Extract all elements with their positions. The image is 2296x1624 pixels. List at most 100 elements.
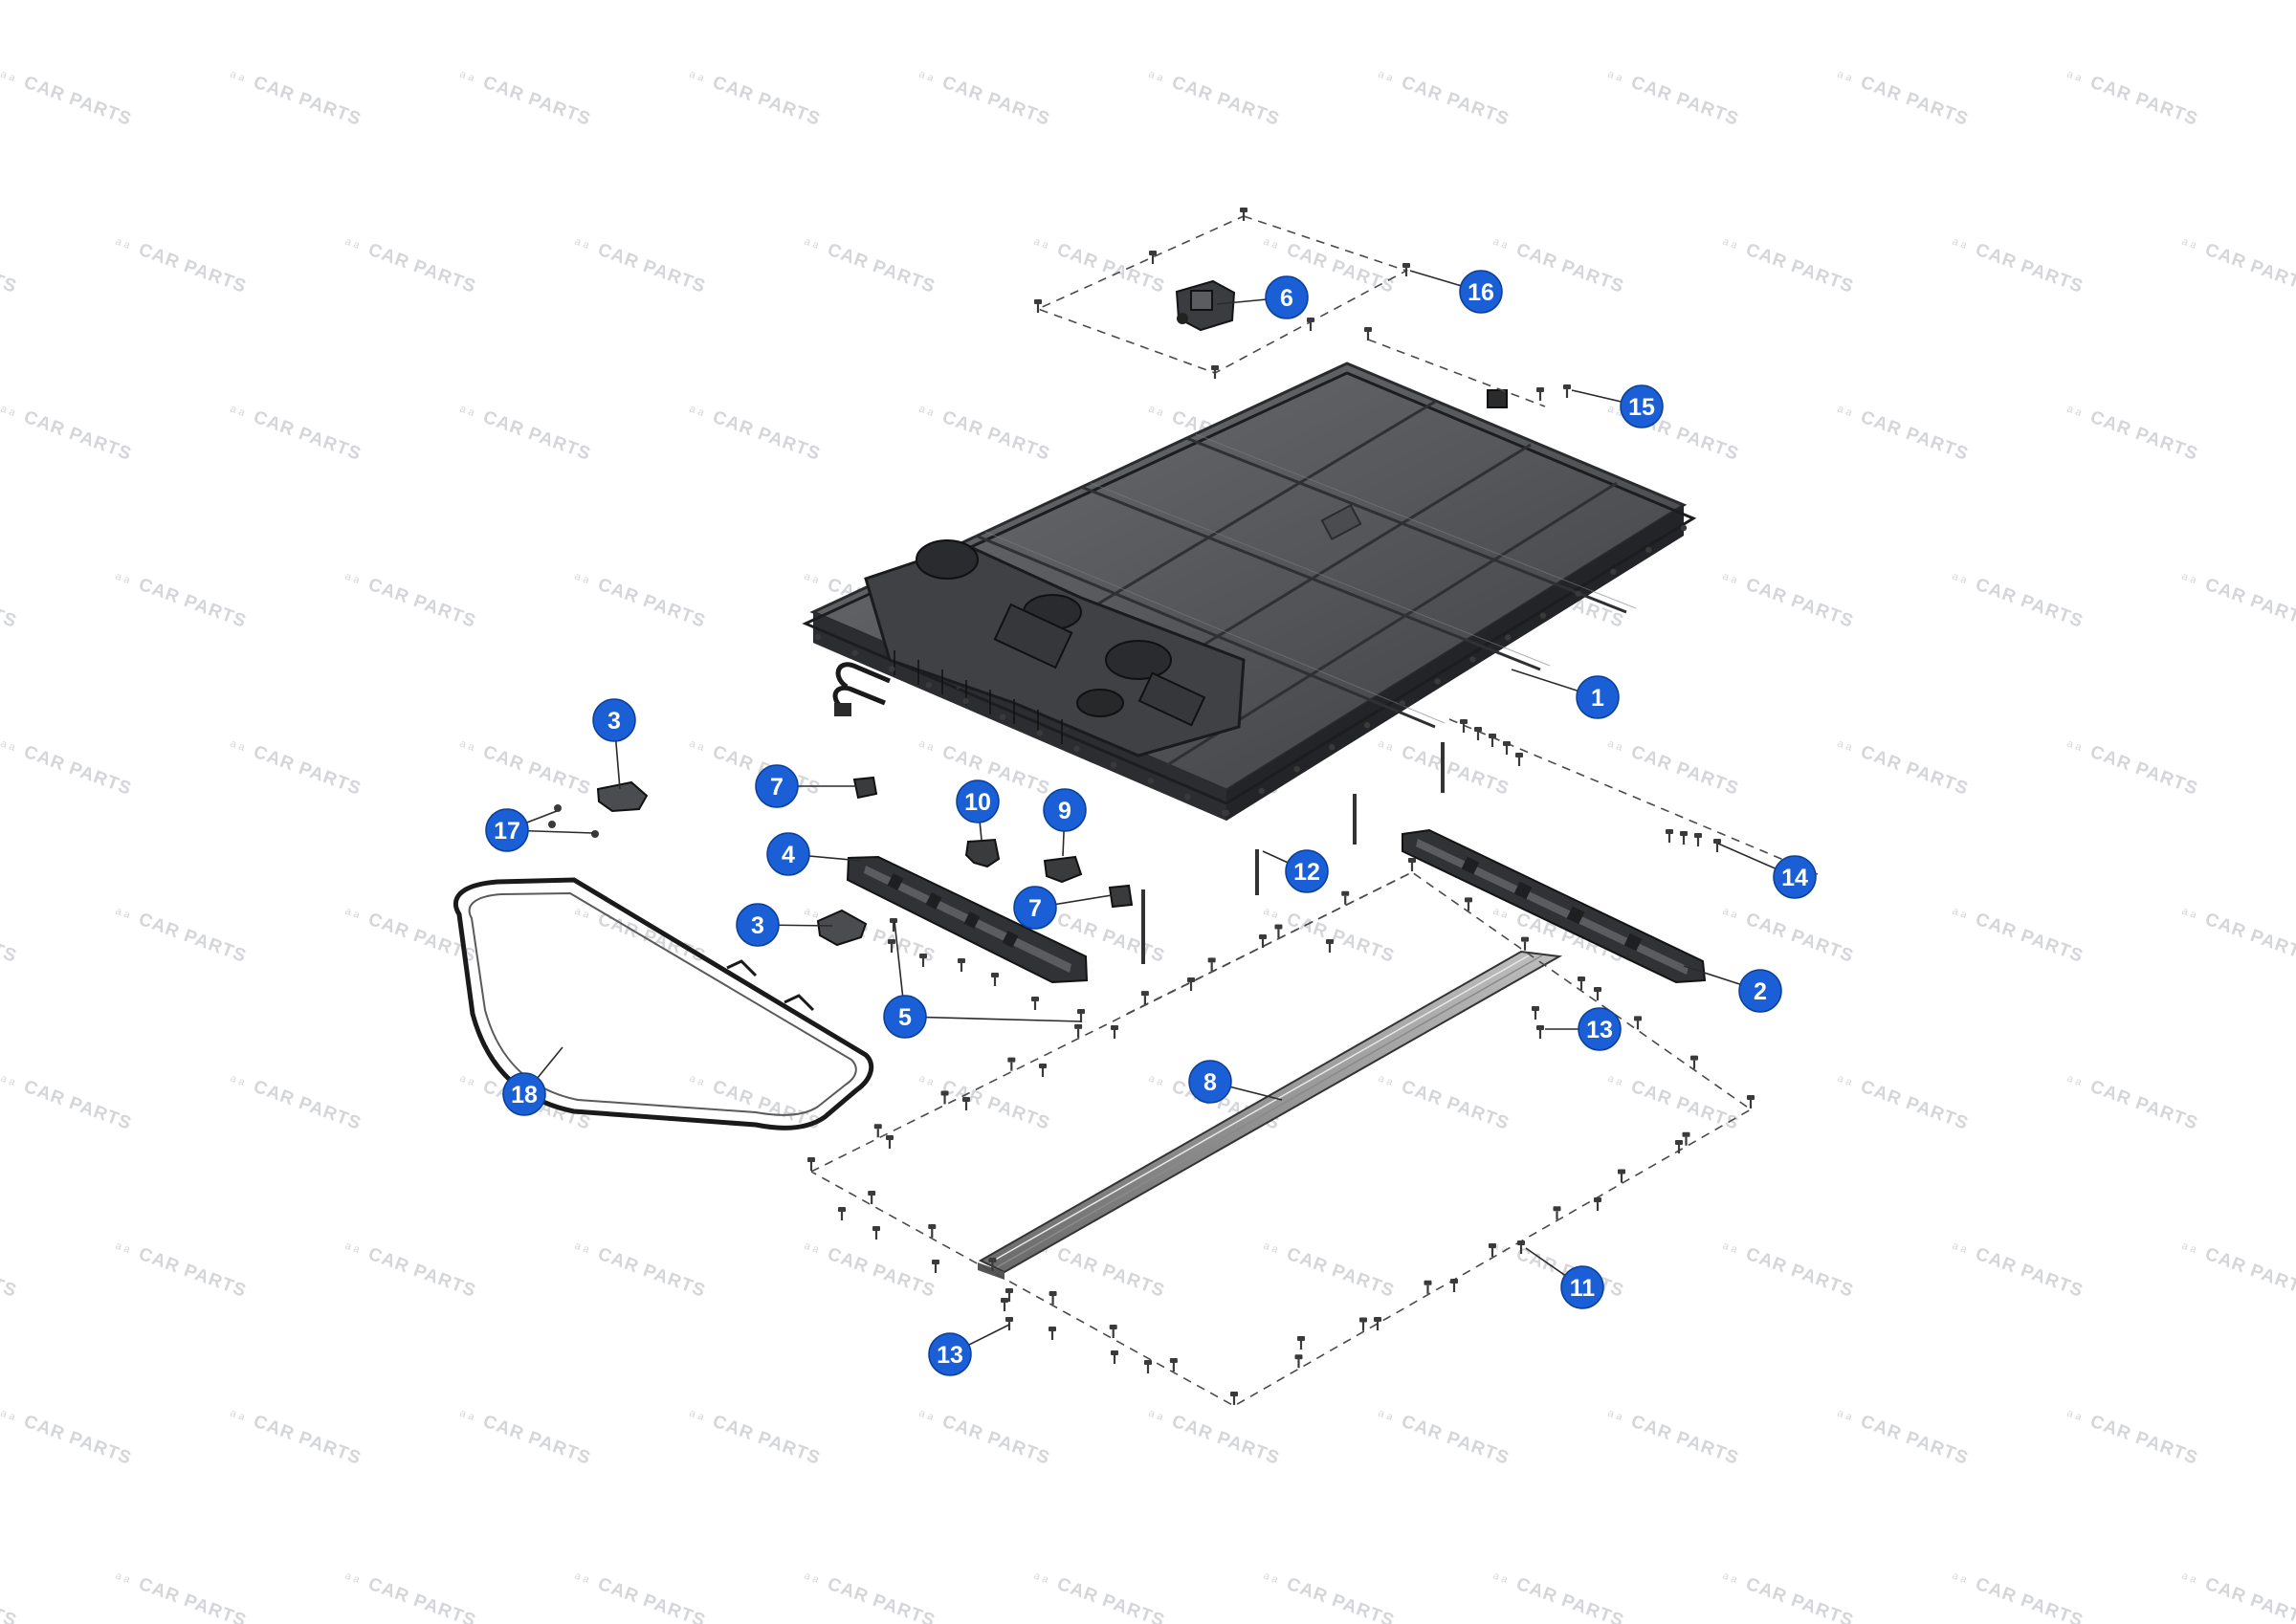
perimeter-screw — [1109, 1325, 1117, 1338]
watermark-text: CAR PARTS — [710, 407, 823, 465]
callout-top-connector[interactable]: 6 — [1265, 275, 1309, 319]
perimeter-screw — [1450, 1279, 1458, 1292]
top-connector-part — [1035, 215, 1546, 407]
callout-screw-right[interactable]: 13 — [1578, 1007, 1622, 1051]
watermark-text: CAR PARTS — [480, 407, 593, 465]
loose-screw — [1077, 1009, 1085, 1022]
watermark-text: CAR PARTS — [21, 1077, 134, 1134]
perimeter-screw — [1111, 1025, 1118, 1039]
callout-right-side-rail[interactable]: 2 — [1738, 969, 1782, 1013]
callout-clip-left[interactable]: 10 — [956, 779, 1000, 823]
perimeter-screw — [1294, 1354, 1303, 1369]
callout-pack-seal[interactable]: 18 — [502, 1072, 546, 1116]
watermark-text: CAR PARTS — [480, 1412, 593, 1469]
callout-bracket-upper[interactable]: 3 — [592, 698, 636, 742]
loose-screw — [1563, 384, 1571, 398]
watermark-text: CAR PARTS — [1973, 1574, 2086, 1624]
perimeter-screw — [1521, 936, 1529, 951]
watermark-text: CAR PARTS — [1399, 1412, 1512, 1469]
callout-connector-screws[interactable]: 16 — [1459, 270, 1503, 314]
perimeter-screw — [940, 1090, 949, 1105]
loose-screw — [919, 954, 927, 967]
watermark-mark: a a — [803, 906, 821, 922]
watermark-mark: a a — [1147, 1408, 1165, 1424]
flange-bolt — [1258, 787, 1265, 795]
watermark-text: CAR PARTS — [939, 1077, 1052, 1134]
loose-screw — [1536, 1025, 1544, 1039]
callout-grommet-lower[interactable]: 7 — [1013, 886, 1057, 930]
perimeter-screw — [1690, 1055, 1698, 1069]
callout-center-strip[interactable]: 8 — [1188, 1060, 1232, 1104]
callout-battery-pack[interactable]: 1 — [1576, 675, 1620, 719]
perimeter-screw — [1424, 1280, 1432, 1294]
callout-perimeter-screws[interactable]: 11 — [1560, 1265, 1604, 1309]
callout-number: 3 — [751, 912, 764, 939]
pack-seal-part — [453, 877, 874, 1130]
callout-corner-screws[interactable]: 15 — [1620, 384, 1664, 428]
perimeter-screw — [1001, 1298, 1008, 1311]
watermark-text: CAR PARTS — [1973, 1244, 2086, 1302]
callout-number: 12 — [1293, 859, 1320, 886]
watermark-mark: a a — [1836, 404, 1854, 420]
loose-screw — [1666, 829, 1673, 843]
callout-rail-bolts[interactable]: 14 — [1773, 855, 1817, 899]
callout-bracket-lower[interactable]: 3 — [736, 903, 780, 947]
perimeter-screw — [1039, 1064, 1047, 1077]
watermark-mark: a a — [803, 1570, 821, 1587]
perimeter-screw — [1747, 1095, 1755, 1108]
perimeter-screw — [1144, 1360, 1152, 1373]
flange-bolt — [1680, 524, 1688, 532]
perimeter-screw — [1578, 977, 1585, 990]
callout-number: 4 — [782, 842, 795, 868]
watermark-mark: a a — [229, 69, 247, 85]
callout-bubble — [883, 995, 927, 1039]
watermark-text: CAR PARTS — [710, 1412, 823, 1469]
watermark-mark: a a — [1721, 1570, 1739, 1587]
perimeter-screw — [1634, 1016, 1642, 1030]
callout-rail-screws[interactable]: 5 — [883, 995, 927, 1039]
perimeter-screw — [1230, 1392, 1238, 1405]
callout-number: 3 — [607, 708, 621, 735]
watermark-text: CAR PARTS — [1858, 742, 1971, 800]
watermark-mark: a a — [2180, 236, 2198, 252]
callout-left-side-rail[interactable]: 4 — [766, 832, 810, 876]
watermark-text: CAR PARTS — [1399, 73, 1512, 130]
flange-bolt — [1036, 730, 1044, 736]
watermark-mark: a a — [803, 1240, 821, 1257]
callout-screw-bottom[interactable]: 13 — [928, 1332, 972, 1376]
callout-number: 16 — [1468, 279, 1494, 306]
callout-number: 15 — [1628, 394, 1655, 421]
watermark-text: CAR PARTS — [2202, 1244, 2296, 1302]
watermark-mark: a a — [114, 1240, 132, 1257]
callout-clip-right[interactable]: 9 — [1043, 788, 1087, 832]
watermark-mark: a a — [1606, 1408, 1624, 1424]
watermark-text: CAR PARTS — [251, 1077, 364, 1134]
callout-long-studs[interactable]: 12 — [1285, 849, 1329, 893]
loose-screw — [1031, 997, 1039, 1010]
watermark-text: CAR PARTS — [1284, 910, 1397, 967]
callout-number: 7 — [1028, 895, 1042, 922]
watermark-text: CAR PARTS — [1743, 575, 1856, 632]
callout-grommet-upper[interactable]: 7 — [755, 764, 799, 808]
watermark-mark: a a — [1032, 1570, 1050, 1587]
callout-bracket-screws[interactable]: 17 — [485, 808, 529, 852]
watermark-mark: a a — [1262, 906, 1280, 922]
